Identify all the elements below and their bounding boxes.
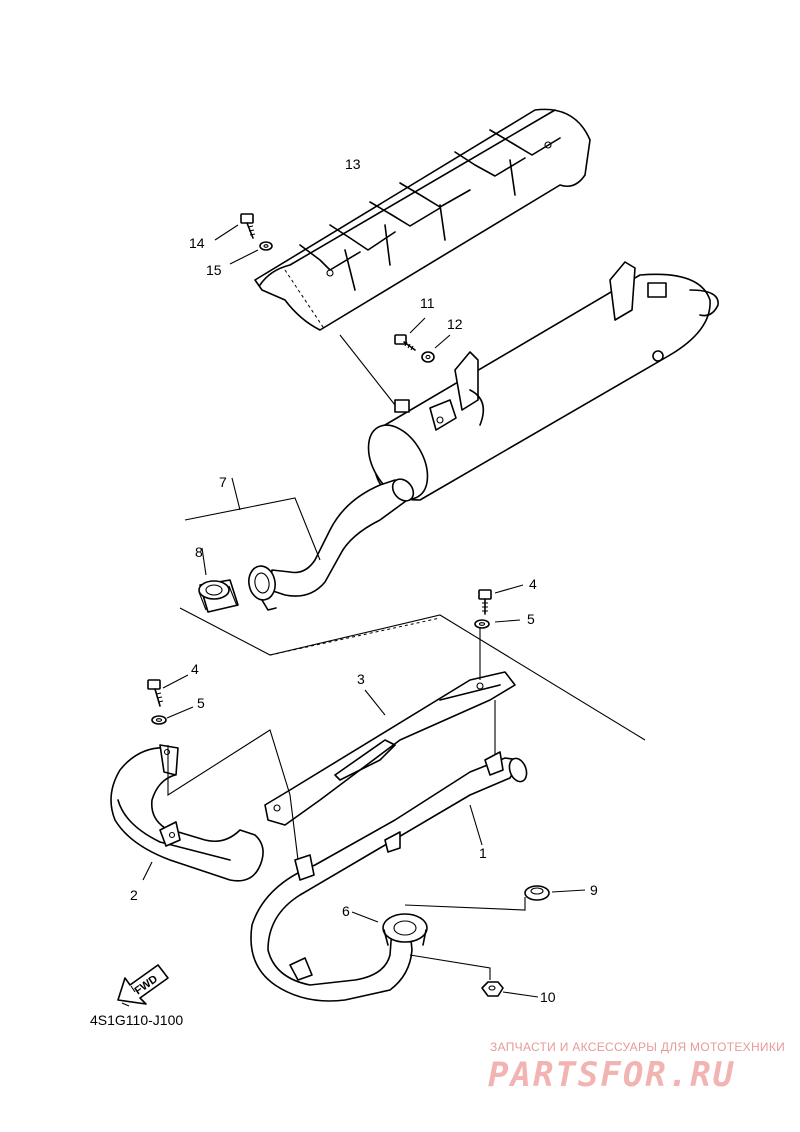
fwd-arrow-icon [117,964,169,1007]
callout-11: 11 [420,295,435,311]
washer-5-left [151,715,167,725]
callout-3: 3 [357,671,365,687]
callout-10: 10 [540,989,556,1005]
callout-15: 15 [206,262,222,278]
bracket-3 [264,671,516,826]
gasket-6 [382,913,428,946]
cap-9 [524,885,550,901]
callout-14: 14 [189,235,205,251]
bolt-4-left [147,679,164,707]
diagram-code: 4S1G110-J100 [90,1012,184,1028]
bolt-14 [240,213,256,239]
callout-6: 6 [342,903,350,919]
callout-4-left: 4 [191,661,199,677]
bolt-4-upper [478,589,492,615]
callout-12: 12 [447,316,463,332]
callout-2: 2 [130,887,138,903]
watermark-tagline: ЗАПЧАСТИ И АКСЕССУАРЫ ДЛЯ МОТОТЕХНИКИ [490,1040,786,1054]
callout-5-left: 5 [197,695,205,711]
protector-2 [110,744,264,882]
callout-9: 9 [590,882,598,898]
callout-8: 8 [195,544,203,560]
exhaust-pipe-1 [250,751,528,1002]
gasket-8 [198,579,239,613]
callout-7: 7 [219,474,227,490]
bolt-11 [394,334,416,351]
callout-4-upper: 4 [529,576,537,592]
washer-15 [259,241,273,251]
heat-protector-13 [254,108,591,331]
muffler-7 [248,261,719,611]
callout-1: 1 [479,845,487,861]
callout-5-upper: 5 [527,611,535,627]
washer-12 [421,351,435,363]
watermark-logo: PARTSFOR.RU [488,1055,736,1095]
washer-5-upper [474,619,490,629]
callout-13: 13 [345,156,361,172]
nut-10 [481,981,504,997]
